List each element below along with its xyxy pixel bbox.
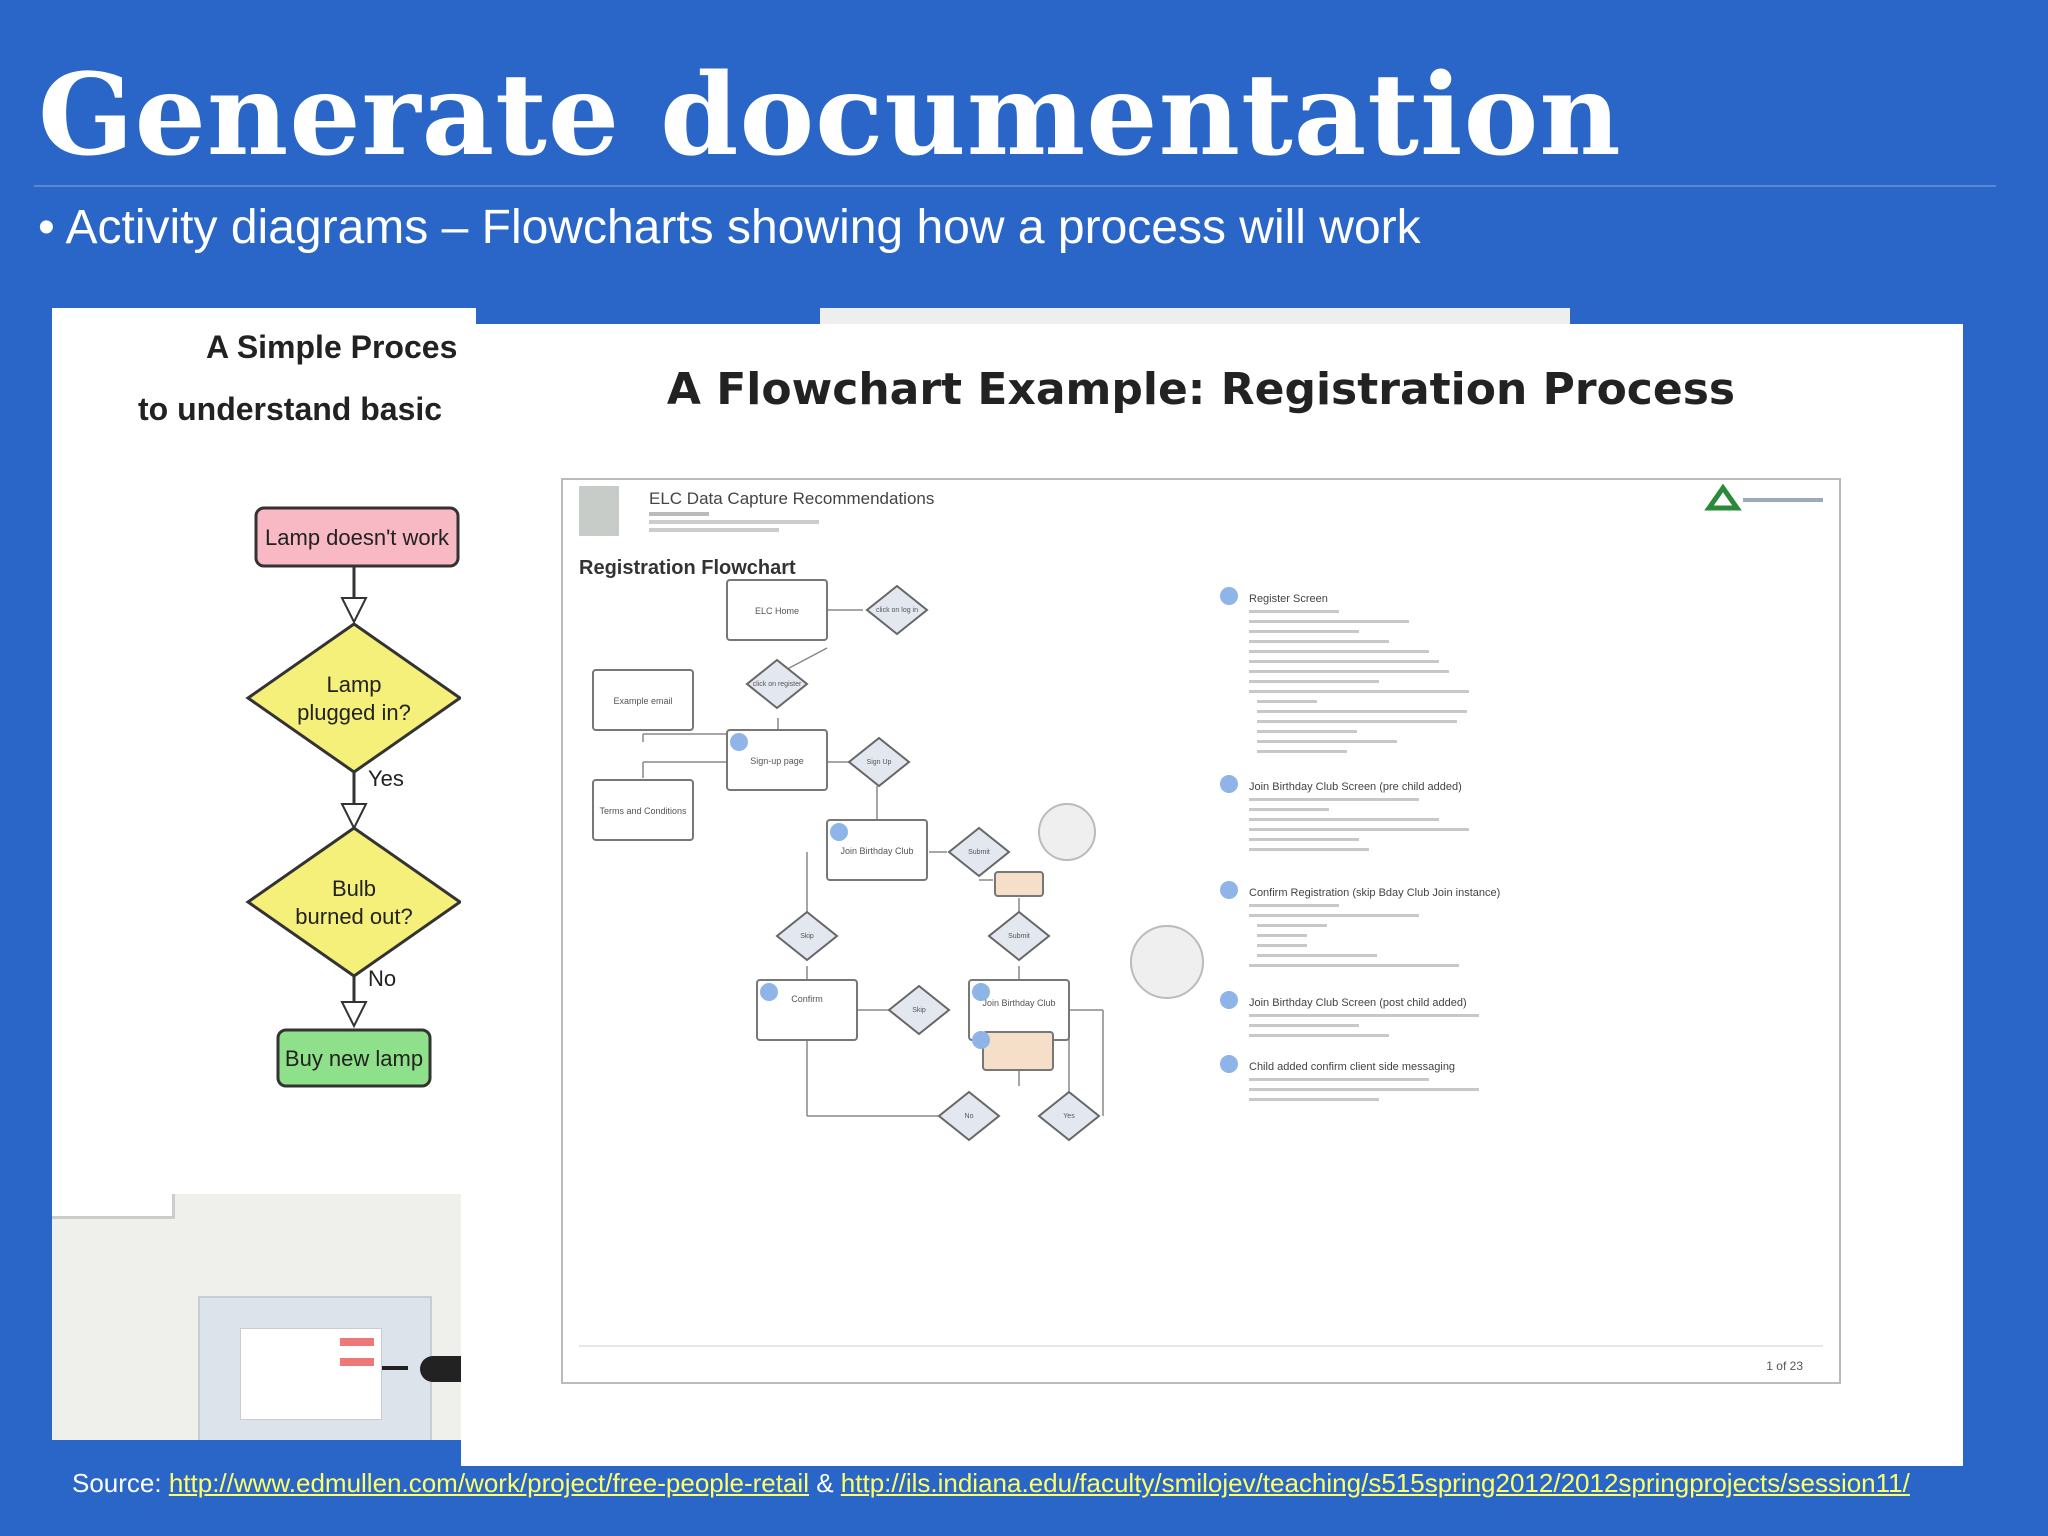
box-confirm — [756, 979, 858, 1041]
diamond-skip2-label: Skip — [912, 1007, 926, 1014]
note-4-title: Join Birthday Club Screen (post child ad… — [1249, 997, 1467, 1009]
box-confirm-label: Confirm — [791, 994, 823, 1004]
registration-flowchart: ELC Data Capture Recommendations Registr… — [579, 483, 1823, 1373]
source-link-indiana[interactable]: http://ils.indiana.edu/faculty/smilojev/… — [840, 1468, 1910, 1498]
edge-yes: Yes — [368, 766, 404, 791]
simple-process-figure: A Simple Proces to understand basic Lamp… — [52, 308, 476, 1440]
box-error-message — [994, 871, 1044, 897]
diamond-click-login — [865, 584, 929, 636]
diamond-yes-label: Yes — [1063, 1113, 1075, 1120]
annotation-bubble-2 — [1130, 925, 1204, 999]
note-3-title: Confirm Registration (skip Bday Club Joi… — [1249, 887, 1500, 899]
diamond-click-register-label: click on register — [753, 681, 802, 688]
badge-2 — [830, 823, 848, 841]
diamond-submit1-label: Submit — [968, 849, 990, 856]
decision2-line2: burned out? — [295, 904, 412, 929]
diamond-sign-up — [847, 736, 911, 788]
badge-3 — [760, 983, 778, 1001]
start-node-label: Lamp doesn't work — [265, 525, 450, 550]
diamond-skip-1 — [775, 910, 839, 962]
box-elc-home-label: ELC Home — [755, 606, 799, 616]
main-figure-title: A Flowchart Example: Registration Proces… — [666, 364, 1736, 415]
box-join-birthday-club — [826, 819, 928, 881]
left-lower-screenshot — [52, 1194, 476, 1440]
source-credit: Source: http://www.edmullen.com/work/pro… — [72, 1468, 1910, 1499]
diamond-submit-2 — [987, 910, 1051, 962]
badge-5 — [972, 1031, 990, 1049]
document-page: ELC Data Capture Recommendations Registr… — [561, 478, 1841, 1384]
diamond-click-login-label: click on log in — [876, 607, 918, 614]
box-terms-label: Terms and Conditions — [599, 806, 687, 816]
box-join-bday-label: Join Birthday Club — [840, 846, 913, 856]
box-signup-page — [726, 729, 828, 791]
diamond-sign-up-label: Sign Up — [867, 759, 892, 766]
notes-column: Register Screen — [1220, 587, 1500, 1101]
diamond-yes — [1037, 1090, 1101, 1142]
box-elc-home — [726, 579, 828, 641]
box-child-added — [982, 1031, 1054, 1071]
box-terms — [592, 779, 694, 841]
note-5-title: Child added confirm client side messagin… — [1249, 1061, 1455, 1073]
slide-title: Generate documentation — [38, 50, 1622, 181]
early-learning-logo-icon — [1704, 483, 1742, 511]
decision-plugged-in — [245, 622, 463, 774]
note-1-title: Register Screen — [1249, 593, 1328, 605]
page-indicator: 1 of 23 — [1766, 1359, 1803, 1373]
diamond-click-register — [745, 658, 809, 710]
box-example-email — [592, 669, 694, 731]
source-ampersand: & — [809, 1468, 841, 1498]
note-2-title: Join Birthday Club Screen (pre child add… — [1249, 781, 1462, 793]
diamond-submit2-label: Submit — [1008, 933, 1030, 940]
diamond-no — [937, 1090, 1001, 1142]
diamond-submit-1 — [947, 826, 1011, 878]
decision1-line1: Lamp — [326, 672, 381, 697]
decision-bulb-burned — [245, 826, 463, 978]
section-title: Registration Flowchart — [579, 557, 796, 579]
annotation-bubble-1 — [1038, 803, 1096, 861]
diamond-skip-2 — [887, 984, 951, 1036]
slide-bullet: • Activity diagrams – Flowcharts showing… — [38, 201, 1421, 254]
doc-header: ELC Data Capture Recommendations — [649, 489, 934, 508]
end-node-label: Buy new lamp — [285, 1046, 423, 1071]
diamond-skip1-label: Skip — [800, 933, 814, 940]
source-prefix: Source: — [72, 1468, 169, 1498]
simple-process-diagram: A Simple Proces to understand basic Lamp… — [138, 329, 463, 1088]
left-title-line2: to understand basic — [138, 391, 442, 427]
decision1-line2: plugged in? — [297, 700, 411, 725]
background-slide-edge — [820, 308, 1570, 324]
badge-4 — [972, 983, 990, 1001]
box-example-email-label: Example email — [613, 696, 672, 706]
registration-flowchart-figure: A Flowchart Example: Registration Proces… — [461, 324, 1963, 1466]
title-divider — [34, 185, 1996, 187]
doc-logo — [579, 486, 619, 536]
diamond-no-label: No — [965, 1113, 974, 1120]
badge-1 — [730, 733, 748, 751]
box-join-bday-name-label: Join Birthday Club — [982, 998, 1055, 1008]
left-title-line1: A Simple Proces — [206, 329, 457, 365]
source-link-edmullen[interactable]: http://www.edmullen.com/work/project/fre… — [168, 1468, 809, 1498]
edge-no: No — [368, 966, 396, 991]
end-node — [276, 1028, 432, 1088]
box-signup-page-label: Sign-up page — [750, 756, 804, 766]
start-node — [254, 506, 460, 568]
decision2-line1: Bulb — [332, 876, 376, 901]
